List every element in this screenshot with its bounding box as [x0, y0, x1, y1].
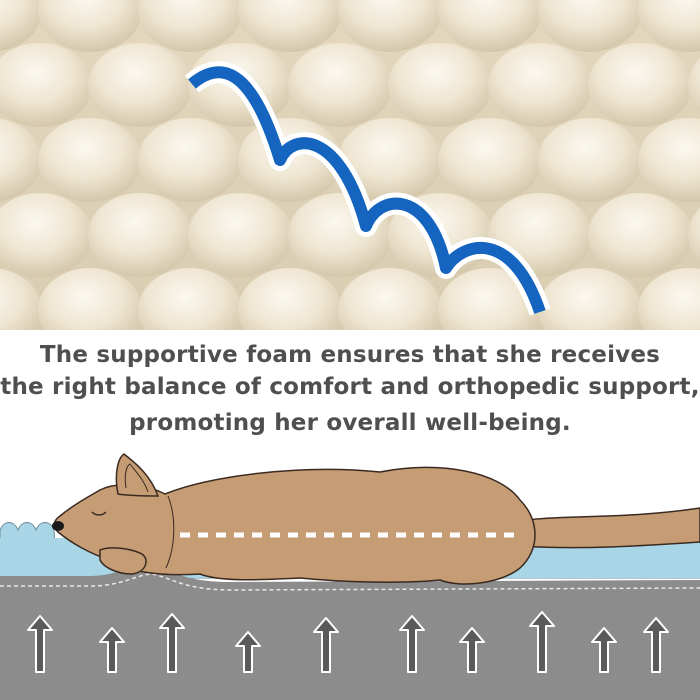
foam-bump — [538, 118, 642, 202]
foam-bump — [0, 268, 42, 330]
foam-bump — [188, 193, 292, 277]
foam-bump — [288, 43, 392, 127]
caption-line-3: promoting her overall well-being. — [129, 410, 571, 436]
foam-bump — [488, 43, 592, 127]
dog-lying-icon — [52, 453, 700, 585]
support-arrows — [27, 611, 669, 673]
foam-bump — [138, 268, 242, 330]
foam-bump — [88, 193, 192, 277]
foam-bump — [338, 118, 442, 202]
foam-bump — [538, 0, 642, 52]
foam-bump — [38, 0, 142, 52]
up-arrow-icon — [235, 631, 261, 673]
foam-bump — [138, 0, 242, 52]
up-arrow-icon — [591, 627, 617, 673]
foam-bump — [338, 0, 442, 52]
up-arrow-icon — [399, 615, 425, 673]
foam-bump — [0, 43, 92, 127]
foam-bump — [438, 0, 542, 52]
dog-tail — [508, 507, 700, 549]
foam-bump — [688, 58, 700, 112]
foam-bump — [238, 268, 342, 330]
caption-line-2: the right balance of comfort and orthope… — [0, 374, 700, 400]
dog-neck-fold — [165, 495, 175, 569]
foam-bump — [0, 193, 92, 277]
foam-bump — [588, 193, 692, 277]
dog-on-mattress-illustration — [0, 450, 700, 700]
foam-bump — [88, 43, 192, 127]
foam-bump — [438, 118, 542, 202]
foam-bump — [538, 268, 642, 330]
zigzag-wave-line — [188, 66, 546, 314]
dog-ear — [115, 453, 160, 497]
foam-bump — [238, 0, 342, 52]
foam-bump — [0, 0, 42, 52]
foam-bump — [688, 208, 700, 262]
up-arrow-icon — [459, 627, 485, 673]
up-arrow-icon — [529, 611, 555, 673]
dog-nose — [52, 521, 64, 531]
dog-eye — [91, 511, 107, 516]
foam-bump — [38, 118, 142, 202]
foam-bump — [38, 268, 142, 330]
up-arrow-icon — [99, 627, 125, 673]
foam-bump — [388, 43, 492, 127]
up-arrow-icon — [27, 615, 53, 673]
foam-texture-photo — [0, 0, 700, 330]
dog-paw — [99, 547, 147, 575]
up-arrow-icon — [643, 617, 669, 673]
caption-line-1: The supportive foam ensures that she rec… — [39, 342, 661, 368]
mattress-stitch-line — [0, 573, 700, 591]
foam-bump — [638, 268, 700, 330]
dog-body — [53, 466, 536, 585]
up-arrow-icon — [159, 613, 185, 673]
dog-ear-inner — [124, 463, 149, 493]
foam-bump — [638, 0, 700, 52]
mattress-base — [0, 563, 700, 700]
foam-bump — [0, 118, 42, 202]
foam-bump — [338, 268, 442, 330]
foam-bump — [588, 43, 692, 127]
foam-bump — [138, 118, 242, 202]
caption: The supportive foam ensures that she rec… — [0, 330, 700, 450]
up-arrow-icon — [313, 617, 339, 673]
foam-bump — [638, 118, 700, 202]
